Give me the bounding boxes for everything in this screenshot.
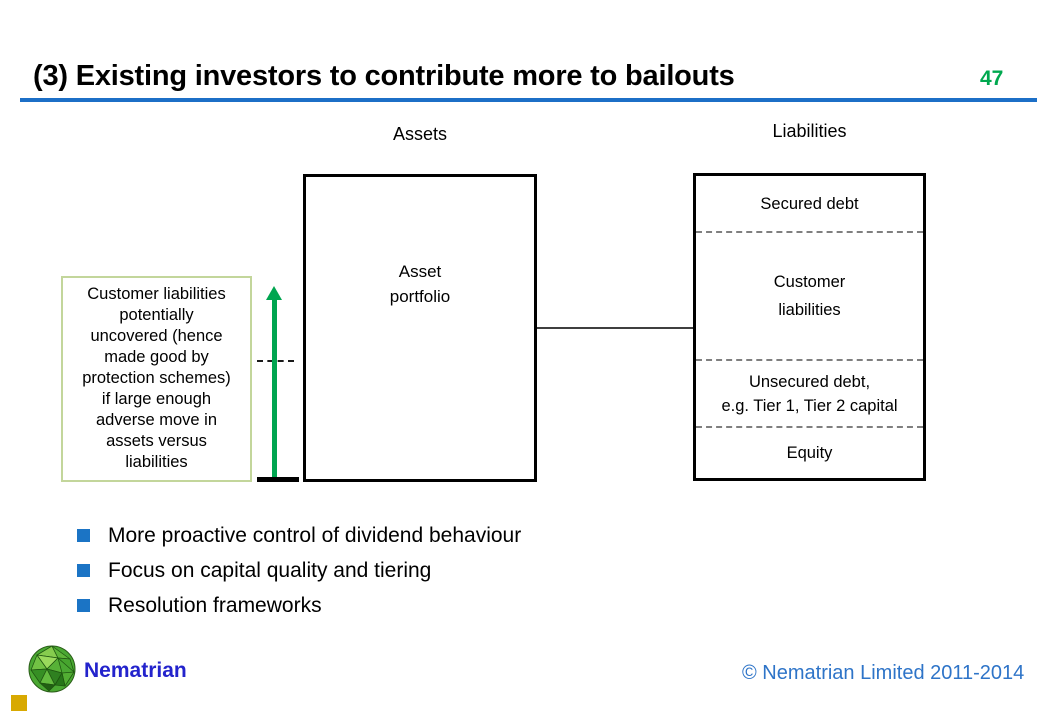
segment-unsecured-debt: Unsecured debt, e.g. Tier 1, Tier 2 capi… xyxy=(696,361,923,428)
segment-label: Customer xyxy=(773,273,846,291)
bullet-text: More proactive control of dividend behav… xyxy=(108,524,522,547)
annotation-line: uncovered (hence xyxy=(90,327,223,345)
segment-label: Equity xyxy=(786,444,833,462)
segment-secured-debt: Secured debt xyxy=(696,176,923,233)
annotation-line: made good by xyxy=(104,348,209,366)
segment-customer-liabilities: Customer liabilities xyxy=(696,233,923,361)
segment-label: e.g. Tier 1, Tier 2 capital xyxy=(721,396,898,415)
bullet-item: Focus on capital quality and tiering xyxy=(77,558,431,583)
asset-portfolio-box: Asset portfolio xyxy=(303,174,537,482)
bullet-item: More proactive control of dividend behav… xyxy=(77,523,521,548)
asset-liability-connector-line xyxy=(537,327,693,329)
copyright-text: © Nematrian Limited 2011-2014 xyxy=(742,662,1025,684)
page-number: 47 xyxy=(980,67,1004,90)
annotation-line: adverse move in xyxy=(95,411,218,429)
annotation-line: protection schemes) xyxy=(82,369,231,387)
arrow-base-line xyxy=(257,477,299,482)
liabilities-column-label: Liabilities xyxy=(772,121,847,141)
segment-label: liabilities xyxy=(778,301,841,319)
annotation-line: potentially xyxy=(119,306,194,324)
up-arrow-shaft xyxy=(272,299,277,478)
title-underline xyxy=(20,98,1037,102)
bullet-item: Resolution frameworks xyxy=(77,593,322,618)
asset-box-line2: portfolio xyxy=(389,287,451,306)
asset-box-line1: Asset xyxy=(398,262,442,281)
footer-gold-square xyxy=(11,695,27,711)
annotation-box: Customer liabilities potentially uncover… xyxy=(61,276,252,482)
bullet-text: Resolution frameworks xyxy=(108,594,322,617)
segment-label: Unsecured debt, xyxy=(748,372,871,391)
liabilities-box: Secured debt Customer liabilities Unsecu… xyxy=(693,173,926,481)
up-arrow-icon xyxy=(266,286,282,300)
bullet-square-icon xyxy=(77,529,90,542)
brand-name: Nematrian xyxy=(84,659,187,682)
assets-column-label: Assets xyxy=(392,124,448,144)
annotation-line: liabilities xyxy=(125,453,188,471)
nematrian-logo-sphere-icon xyxy=(28,645,76,693)
bullet-square-icon xyxy=(77,599,90,612)
segment-equity: Equity xyxy=(696,428,923,478)
page-title: (3) Existing investors to contribute mor… xyxy=(33,60,735,92)
annotation-line: if large enough xyxy=(101,390,212,408)
segment-label: Secured debt xyxy=(760,194,859,213)
annotation-line: assets versus xyxy=(106,432,207,450)
bullet-square-icon xyxy=(77,564,90,577)
annotation-line: Customer liabilities xyxy=(87,285,226,303)
bullet-text: Focus on capital quality and tiering xyxy=(108,559,432,582)
